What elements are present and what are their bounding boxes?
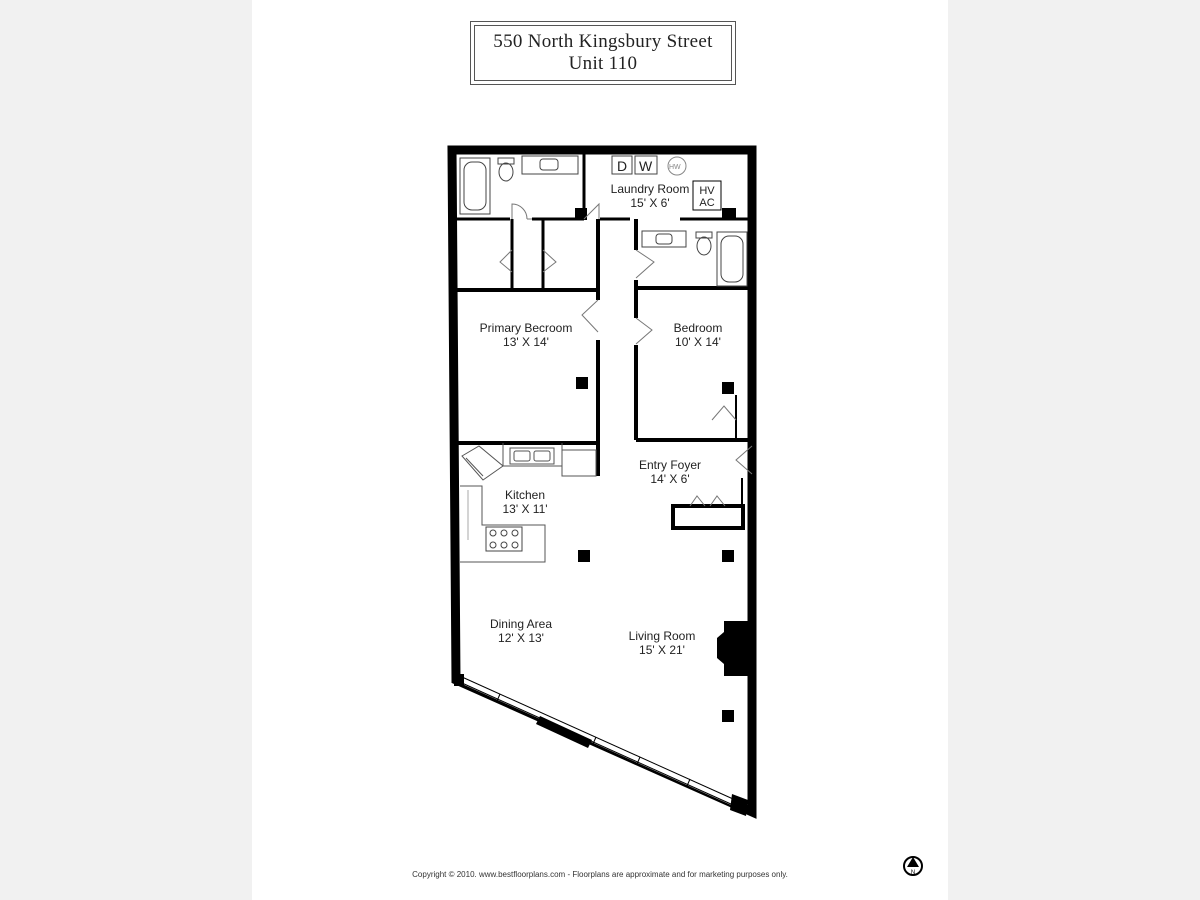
room-name-laundry: Laundry Room [611,182,690,196]
title-unit: Unit 110 [568,53,638,74]
room-dims-primary: 13' X 14' [503,335,549,349]
room-name-foyer: Entry Foyer [639,458,701,472]
title-box: 550 North Kingsbury Street Unit 110 [470,21,736,85]
title-address: 550 North Kingsbury Street [493,31,713,52]
second-bathtub [716,231,748,287]
room-name-kitchen: Kitchen [505,488,545,502]
stove [485,526,523,552]
primary-toilet [497,157,515,182]
room-name-dining: Dining Area [490,617,552,631]
primary-bathtub [459,157,491,215]
room-dims-kitchen: 13' X 11' [502,502,547,516]
hvac-label-bottom: AC [699,197,714,209]
laundry-appliances: D W HW [611,155,687,176]
structural-columns [575,208,736,722]
fireplace [717,621,748,676]
washer-label: W [639,158,653,174]
north-label: N [911,870,915,876]
room-dims-foyer: 14' X 6' [650,472,689,486]
room-name-living: Living Room [629,629,696,643]
water-heater-label: HW [669,164,681,171]
kitchen-counters [460,443,597,563]
hvac-label-top: HV [699,185,715,197]
room-dims-dining: 12' X 13' [498,631,544,645]
door-swings [499,202,753,507]
room-name-primary: Primary Becroom [480,321,573,335]
copyright-footer: Copyright © 2010. www.bestfloorplans.com… [412,870,788,879]
primary-vanity [521,155,579,175]
room-dims-laundry: 15' X 6' [630,196,669,210]
dryer-label: D [617,158,627,174]
room-dims-bedroom: 10' X 14' [675,335,721,349]
room-dims-living: 15' X 21' [639,643,685,657]
interior-walls [456,154,752,530]
second-vanity [641,230,687,248]
room-name-bedroom: Bedroom [674,321,723,335]
title-frame: 550 North Kingsbury Street Unit 110 [474,25,732,81]
second-toilet [695,231,713,256]
north-arrow-icon: N [903,856,923,876]
hvac-unit: HV AC [692,180,722,211]
room-labels: Laundry Room 15' X 6' Primary Becroom 13… [480,182,723,657]
exterior-walls [447,145,757,819]
window-wall [454,674,748,816]
